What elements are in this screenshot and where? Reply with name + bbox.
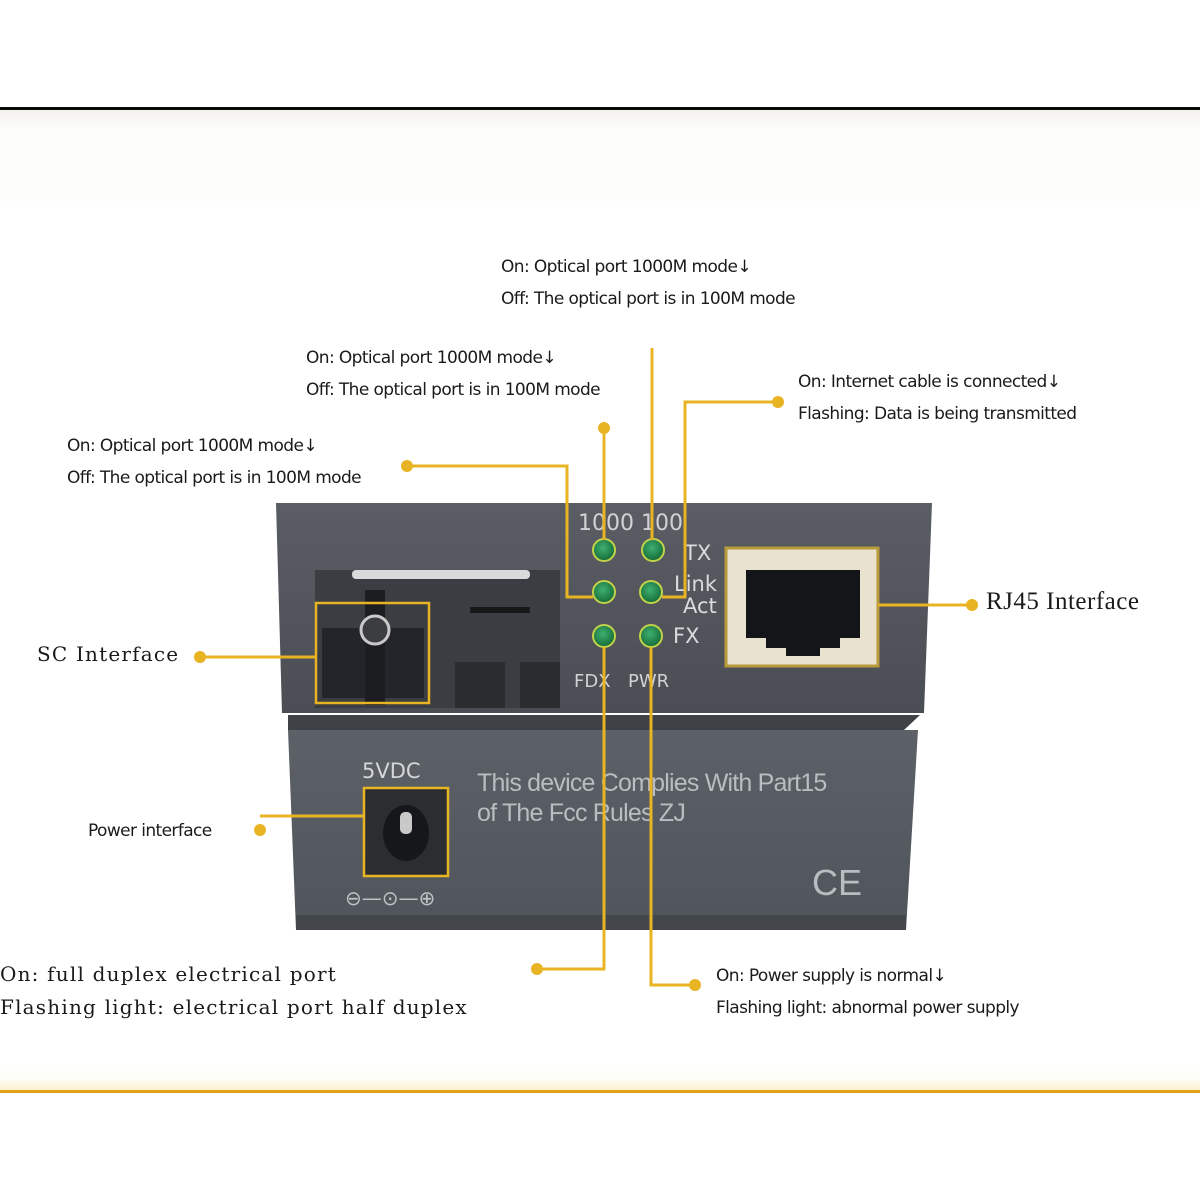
power-voltage-label: 5VDC [362, 759, 421, 783]
callout-upper-middle: On: Optical port 1000M mode↓ Off: The op… [306, 342, 601, 406]
callout-upper-left: On: Optical port 1000M mode↓ Off: The op… [67, 430, 362, 494]
callout-text: On: Optical port 1000M mode↓ [501, 257, 752, 277]
callout-line-upper-left [407, 464, 593, 599]
callout-rj45: RJ45 Interface [986, 588, 1140, 615]
callout-dot [254, 824, 266, 836]
callout-fdx: On: full duplex electrical port Flashing… [0, 958, 468, 1024]
callout-text: Flashing light: abnormal power supply [716, 998, 1020, 1018]
callout-dot [689, 979, 701, 991]
led-label-fx: FX [673, 624, 699, 648]
callout-power: Power interface [88, 821, 212, 841]
callout-top-center: On: Optical port 1000M mode↓ Off: The op… [501, 251, 796, 315]
led-pwr-indicator [639, 624, 663, 648]
callout-text: Off: The optical port is in 100M mode [67, 468, 362, 488]
callout-dots [194, 396, 978, 991]
callout-text: Off: The optical port is in 100M mode [501, 289, 796, 309]
sc-port [314, 570, 560, 708]
upper-unit: 1000 100 TX Link Act FX FDX PWR [276, 503, 932, 713]
led-header-100: 100 [641, 511, 683, 536]
led-label-fdx: FDX [574, 671, 611, 692]
ce-mark: CE [812, 862, 862, 903]
callout-lines [200, 348, 972, 987]
callout-text: Flashing light: electrical port half dup… [0, 995, 468, 1019]
callout-sc: SC Interface [37, 642, 180, 666]
led-1000-indicator [592, 538, 616, 562]
callout-line-pwr [649, 647, 695, 987]
callout-line-fdx [537, 647, 606, 971]
callout-dot [194, 651, 206, 663]
led-header-1000: 1000 [578, 511, 634, 536]
led-label-act: Act [683, 594, 717, 618]
callout-dot [772, 396, 784, 408]
callout-text: On: Optical port 1000M mode↓ [67, 436, 318, 456]
led-label-tx: TX [683, 541, 711, 565]
callout-dot [401, 460, 413, 472]
footer-band [0, 1060, 1200, 1092]
bottom-divider [0, 1090, 1200, 1093]
callout-text: On: full duplex electrical port [0, 962, 337, 986]
sc-highlight-box [314, 601, 431, 705]
led-grid [592, 538, 665, 648]
polarity-symbol: ⊖—⊙—⊕ [345, 886, 435, 910]
led-fdx-indicator [592, 624, 616, 648]
led-tx-indicator [641, 538, 665, 562]
led-link-act-indicator [639, 580, 663, 604]
callout-pwr: On: Power supply is normal↓ Flashing lig… [716, 960, 1020, 1024]
led-label-link: Link [674, 572, 718, 596]
led-fiber-indicator [592, 580, 616, 604]
led-label-pwr: PWR [628, 671, 669, 692]
callout-link-act: On: Internet cable is connected↓ Flashin… [798, 366, 1077, 430]
compliance-text-line2: of The Fcc Rules ZJ [477, 799, 685, 827]
header-band [0, 110, 1200, 210]
callout-dot [966, 599, 978, 611]
callout-text: On: Power supply is normal↓ [716, 966, 947, 986]
callout-text: Flashing: Data is being transmitted [798, 404, 1077, 424]
dc-power-jack [362, 786, 450, 878]
callout-dot [531, 963, 543, 975]
callout-line-link-act [662, 400, 778, 599]
callout-dot [598, 422, 610, 434]
rj45-port [724, 546, 880, 668]
top-divider [0, 107, 1200, 110]
callout-text: On: Internet cable is connected↓ [798, 372, 1061, 392]
callout-text: Off: The optical port is in 100M mode [306, 380, 601, 400]
callout-text: On: Optical port 1000M mode↓ [306, 348, 557, 368]
